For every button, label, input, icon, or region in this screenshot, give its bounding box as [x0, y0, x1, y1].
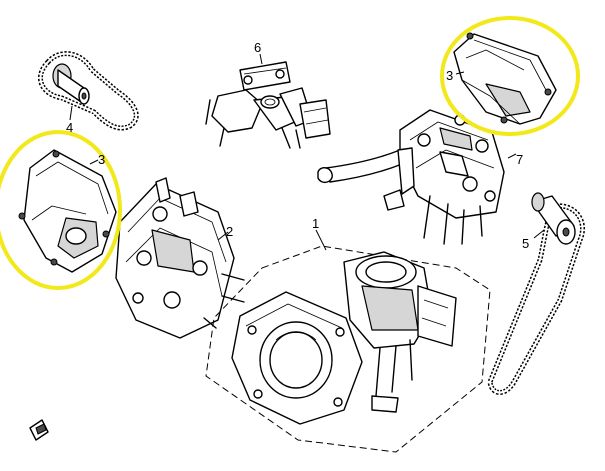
cylinder-block-icon [231, 251, 457, 425]
callout-label-6: 6 [254, 40, 261, 55]
cam-sprocket-left-icon [52, 63, 90, 105]
cam-sprocket-right-icon [531, 192, 576, 245]
highlight-circle-left [0, 130, 122, 290]
callout-label-2: 2 [226, 224, 233, 239]
callout-label-5: 5 [522, 236, 529, 251]
callout-label-3-right: 3 [446, 68, 453, 83]
cylinder-head-rear-icon [317, 109, 505, 245]
callout-label-1: 1 [312, 216, 319, 231]
cylinder-head-icon [115, 177, 245, 339]
callout-label-7: 7 [516, 152, 523, 167]
intake-manifold-icon [205, 61, 331, 149]
callout-label-4: 4 [66, 120, 73, 135]
cylinder-group-icon [205, 245, 491, 453]
callout-label-3-left: 3 [98, 152, 105, 167]
highlight-circle-right [440, 16, 580, 136]
logo-mark-icon [29, 419, 49, 441]
timing-chain-right-icon [487, 203, 585, 395]
valve-cover-left-icon [18, 149, 117, 273]
timing-chain-left-icon [37, 51, 139, 131]
valve-cover-right-icon [453, 32, 557, 125]
